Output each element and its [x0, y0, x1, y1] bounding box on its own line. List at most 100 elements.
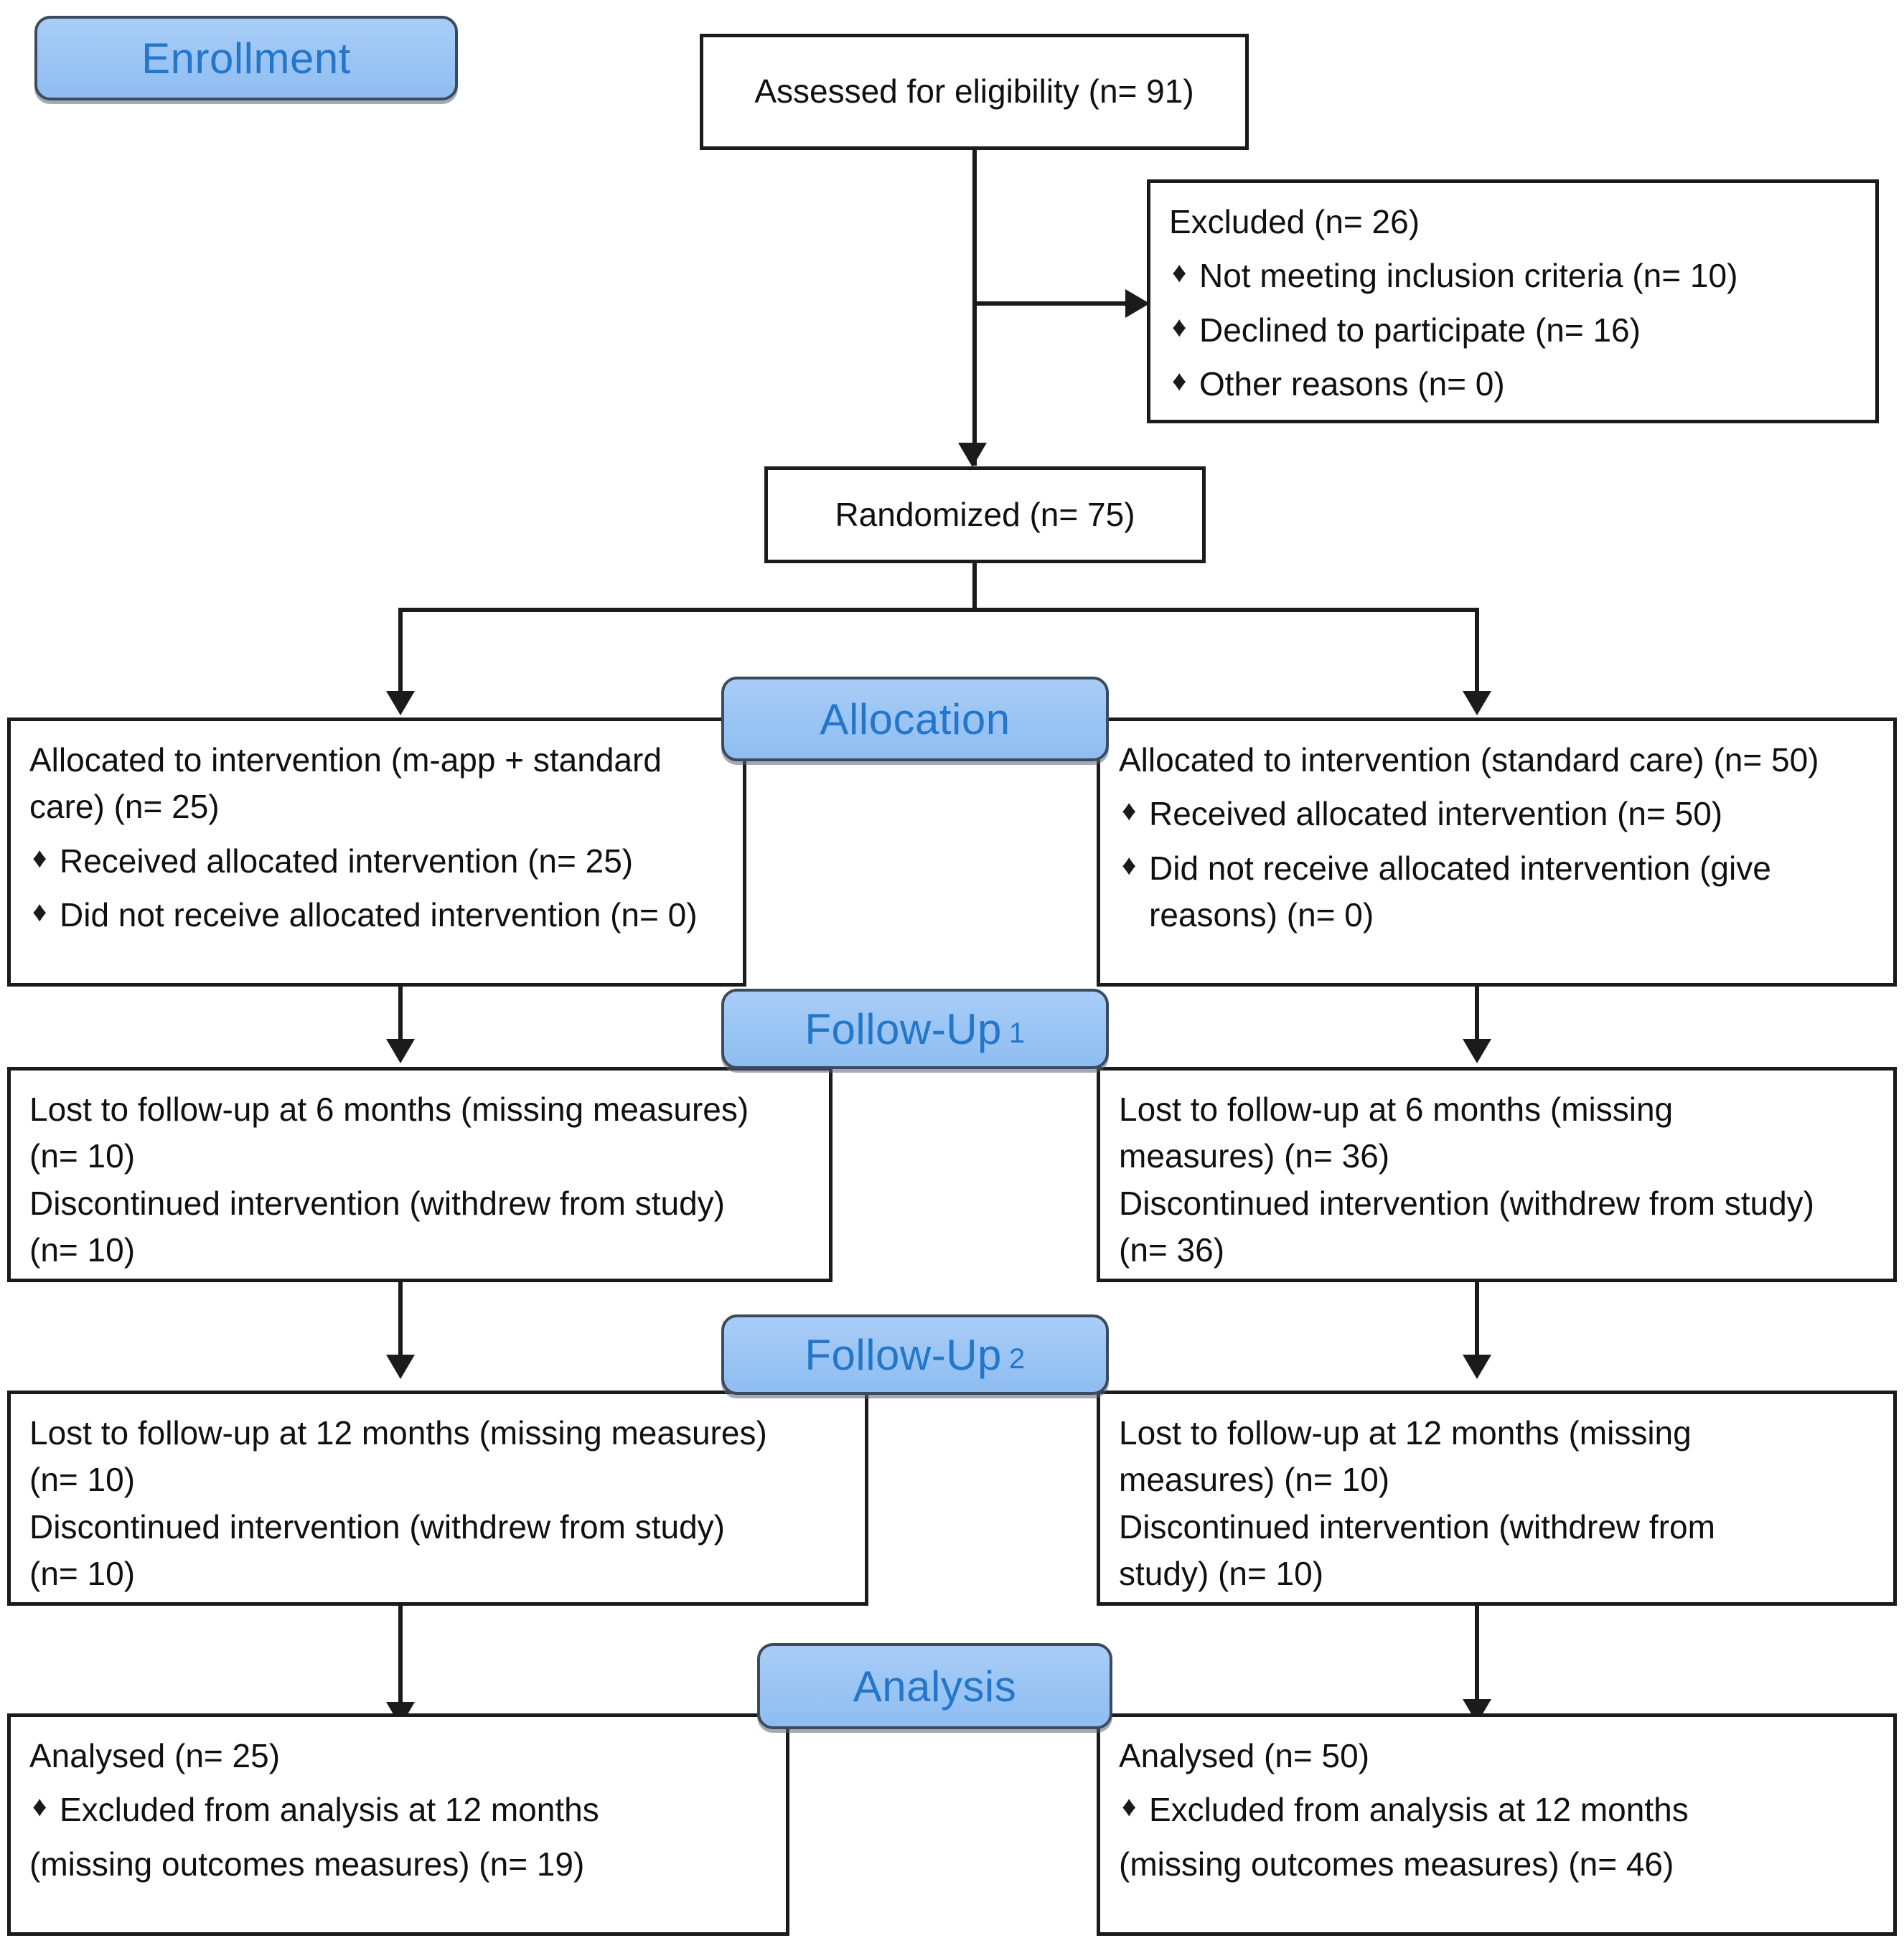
- box-followup1-intervention-line4: (n= 10): [29, 1231, 136, 1269]
- box-followup1-intervention-line3: Discontinued intervention (withdrew from…: [29, 1184, 725, 1222]
- connector-assessed-to-excluded: [972, 301, 1127, 306]
- box-followup2-intervention-line3: Discontinued intervention (withdrew from…: [29, 1507, 725, 1546]
- diamond-bullet-icon: ♦: [32, 1791, 47, 1823]
- box-allocated-control-title: Allocated to intervention (standard care…: [1119, 741, 1819, 778]
- box-followup1-control-line4: (n= 36): [1119, 1231, 1225, 1269]
- box-analysis-control-bullet-list: ♦ Excluded from analysis at 12 months: [1119, 1787, 1875, 1833]
- arrowhead-fu1-left: [386, 1039, 415, 1063]
- box-followup1-intervention: Lost to follow-up at 6 months (missing m…: [7, 1067, 833, 1282]
- stage-badge-allocation-label: Allocation: [820, 695, 1010, 743]
- diamond-bullet-icon: ♦: [1172, 364, 1187, 397]
- box-followup2-intervention-line1: Lost to follow-up at 12 months (missing …: [29, 1414, 767, 1452]
- arrowhead-fu2-right: [1463, 1355, 1491, 1379]
- stage-badge-analysis: Analysis: [757, 1643, 1112, 1729]
- list-item-label: Excluded from analysis at 12 months: [1149, 1791, 1689, 1829]
- box-followup2-control: Lost to follow-up at 12 months (missing …: [1097, 1391, 1897, 1606]
- box-analysis-control-title: Analysed (n= 50): [1119, 1737, 1370, 1774]
- box-followup1-control: Lost to follow-up at 6 months (missing m…: [1097, 1067, 1897, 1282]
- box-randomized: Randomized (n= 75): [764, 466, 1206, 563]
- list-item: ♦ Declined to participate (n= 16): [1169, 307, 1857, 354]
- stage-badge-followup-2-label: Follow-Up: [805, 1330, 1002, 1379]
- list-item-label: Not meeting inclusion criteria (n= 10): [1199, 257, 1738, 295]
- diamond-bullet-icon: ♦: [1122, 849, 1137, 881]
- arrowhead-to-excluded: [1125, 289, 1150, 318]
- stage-badge-analysis-label: Analysis: [853, 1662, 1017, 1711]
- box-followup1-intervention-line1: Lost to follow-up at 6 months (missing m…: [29, 1091, 749, 1128]
- connector-split-right: [1475, 608, 1479, 700]
- stage-badge-followup-1-label: Follow-Up: [805, 1005, 1002, 1053]
- list-item-label: Did not receive allocated intervention (…: [60, 895, 698, 933]
- connector-alloc-right-to-fu1: [1475, 987, 1479, 1051]
- box-allocated-control: Allocated to intervention (standard care…: [1097, 718, 1897, 987]
- box-analysis-intervention-detail: (missing outcomes measures) (n= 19): [29, 1845, 585, 1883]
- box-analysis-control-detail: (missing outcomes measures) (n= 46): [1119, 1845, 1674, 1883]
- box-followup1-control-line3: Discontinued intervention (withdrew from…: [1119, 1184, 1814, 1222]
- arrowhead-to-randomized: [958, 443, 987, 467]
- box-followup2-control-line2: measures) (n= 10): [1119, 1461, 1390, 1499]
- connector-split-left: [398, 608, 403, 700]
- arrowhead-fu2-left: [386, 1355, 415, 1379]
- diamond-bullet-icon: ♦: [1172, 311, 1187, 343]
- box-followup2-control-line3: Discontinued intervention (withdrew from: [1119, 1507, 1715, 1546]
- box-allocated-control-bullet-list: ♦ Received allocated intervention (n= 50…: [1119, 791, 1875, 938]
- diamond-bullet-icon: ♦: [32, 842, 47, 874]
- connector-fu2-left-to-analysis: [398, 1606, 403, 1713]
- box-assessed-title: Assessed for eligibility (n= 91): [754, 72, 1194, 110]
- box-followup2-intervention-line4: (n= 10): [29, 1554, 136, 1592]
- list-item-label: Excluded from analysis at 12 months: [60, 1791, 599, 1829]
- connector-split-bar: [398, 608, 1478, 612]
- box-analysis-intervention-title: Analysed (n= 25): [29, 1737, 281, 1774]
- box-allocated-intervention: Allocated to intervention (m-app + stand…: [7, 718, 746, 987]
- list-item: ♦ Received allocated intervention (n= 25…: [29, 838, 724, 885]
- stage-badge-followup-2: Follow-Up 2: [721, 1314, 1109, 1395]
- box-followup2-control-line1: Lost to follow-up at 12 months (missing: [1119, 1414, 1692, 1452]
- connector-fu2-right-to-analysis: [1475, 1564, 1479, 1711]
- connector-alloc-left-to-fu1: [398, 987, 403, 1051]
- list-item: ♦ Did not receive allocated intervention…: [1119, 845, 1875, 939]
- list-item-label: Declined to participate (n= 16): [1199, 311, 1641, 349]
- list-item-label: Did not receive allocated intervention (…: [1149, 849, 1771, 933]
- arrowhead-allocation-right: [1463, 691, 1491, 715]
- stage-badge-enrollment-label: Enrollment: [141, 34, 351, 83]
- stage-badge-enrollment: Enrollment: [34, 16, 458, 100]
- stage-badge-followup-1: Follow-Up 1: [721, 989, 1109, 1069]
- box-randomized-title: Randomized (n= 75): [835, 495, 1135, 533]
- list-item: ♦ Did not receive allocated intervention…: [29, 892, 724, 938]
- box-excluded-title: Excluded (n= 26): [1169, 203, 1420, 240]
- arrowhead-fu1-right: [1463, 1039, 1491, 1063]
- stage-badge-allocation: Allocation: [721, 677, 1109, 761]
- box-followup1-control-line2: measures) (n= 36): [1119, 1137, 1390, 1175]
- connector-fu1-right-to-fu2: [1475, 1282, 1479, 1367]
- diamond-bullet-icon: ♦: [1122, 1791, 1137, 1823]
- box-excluded: Excluded (n= 26) ♦ Not meeting inclusion…: [1147, 179, 1879, 423]
- box-analysis-intervention-bullet-list: ♦ Excluded from analysis at 12 months: [29, 1787, 767, 1833]
- box-allocated-intervention-title: Allocated to intervention (m-app + stand…: [29, 741, 662, 826]
- list-item: ♦ Excluded from analysis at 12 months: [1119, 1787, 1875, 1833]
- arrowhead-allocation-left: [386, 691, 415, 715]
- diamond-bullet-icon: ♦: [1122, 795, 1137, 827]
- box-followup2-intervention: Lost to follow-up at 12 months (missing …: [7, 1391, 868, 1606]
- box-assessed-for-eligibility: Assessed for eligibility (n= 91): [700, 34, 1249, 150]
- box-followup1-intervention-line2: (n= 10): [29, 1137, 136, 1175]
- stage-badge-followup-2-number: 2: [1008, 1342, 1026, 1375]
- box-analysis-control: Analysed (n= 50) ♦ Excluded from analysi…: [1097, 1713, 1897, 1936]
- box-analysis-intervention: Analysed (n= 25) ♦ Excluded from analysi…: [7, 1713, 789, 1936]
- list-item: ♦ Received allocated intervention (n= 50…: [1119, 791, 1875, 837]
- diamond-bullet-icon: ♦: [32, 895, 47, 928]
- box-followup2-control-line4: study) (n= 10): [1119, 1554, 1324, 1592]
- box-followup1-control-line1: Lost to follow-up at 6 months (missing: [1119, 1091, 1674, 1128]
- diamond-bullet-icon: ♦: [1172, 257, 1187, 289]
- box-followup2-intervention-line2: (n= 10): [29, 1461, 136, 1499]
- list-item-label: Received allocated intervention (n= 25): [60, 842, 634, 880]
- box-excluded-bullet-list: ♦ Not meeting inclusion criteria (n= 10)…: [1169, 253, 1857, 408]
- list-item: ♦ Excluded from analysis at 12 months: [29, 1787, 767, 1833]
- connector-assessed-to-randomized: [972, 150, 977, 466]
- connector-randomized-down: [972, 563, 977, 610]
- list-item: ♦ Other reasons (n= 0): [1169, 361, 1857, 408]
- list-item: ♦ Not meeting inclusion criteria (n= 10): [1169, 253, 1857, 299]
- box-allocated-intervention-bullet-list: ♦ Received allocated intervention (n= 25…: [29, 838, 724, 939]
- connector-fu1-left-to-fu2: [398, 1282, 403, 1367]
- list-item-label: Received allocated intervention (n= 50): [1149, 795, 1723, 833]
- list-item-label: Other reasons (n= 0): [1199, 364, 1505, 403]
